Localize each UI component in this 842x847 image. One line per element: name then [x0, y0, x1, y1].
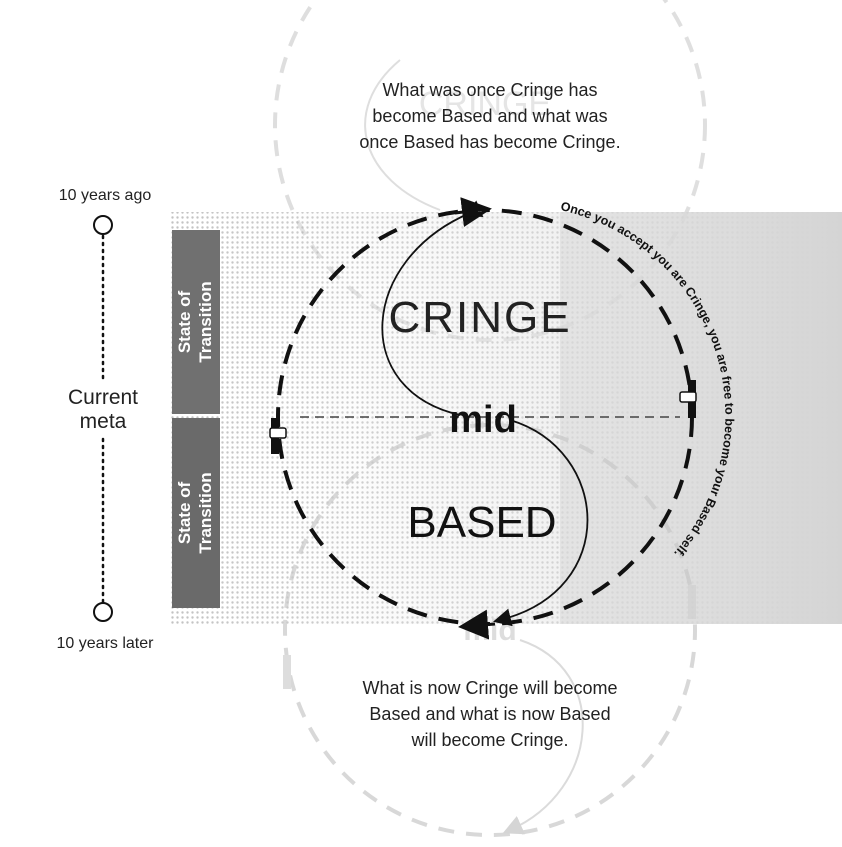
background-band: [170, 212, 842, 624]
ghost-mid-label: mid: [463, 614, 516, 647]
ghost-cringe-label: CRINGE: [419, 85, 551, 123]
transition-label-top-line1: State of: [175, 290, 194, 353]
timeline-label-10-years-later: 10 years later: [57, 635, 155, 652]
cringe-label: CRINGE: [388, 293, 571, 342]
timeline-label-10-years-ago: 10 years ago: [59, 187, 152, 204]
bottom-caption-line3: will become Cringe.: [410, 730, 568, 750]
ghost-based-label: BASED: [478, 210, 482, 213]
timeline-label-meta: meta: [80, 410, 127, 433]
top-caption-line2: become Based and what was: [372, 106, 607, 126]
transition-label-top-line2: Transition: [196, 281, 215, 362]
timeline-label-current: Current: [68, 386, 138, 409]
based-label: BASED: [407, 498, 556, 547]
bottom-caption-line1: What is now Cringe will become: [362, 678, 617, 698]
top-caption: What was once Cringe has become Based an…: [359, 80, 620, 152]
transition-label-bottom-line2: Transition: [196, 472, 215, 553]
hand-icon-right: [679, 380, 697, 418]
bottom-caption: What is now Cringe will become Based and…: [362, 678, 617, 750]
timeline: 10 years ago Current meta 10 years later: [55, 187, 155, 652]
mid-label: mid: [449, 399, 517, 441]
timeline-node-bottom: [93, 602, 113, 622]
transition-box-bottom: State of Transition: [172, 418, 220, 608]
top-caption-line1: What was once Cringe has: [382, 80, 597, 100]
top-caption-line3: once Based has become Cringe.: [359, 132, 620, 152]
transition-label-bottom-line1: State of: [175, 481, 194, 544]
hand-icon-left: [269, 418, 287, 454]
bottom-caption-line2: Based and what is now Based: [369, 704, 610, 724]
transition-box-top: State of Transition: [172, 230, 220, 414]
timeline-node-top: [93, 215, 113, 235]
